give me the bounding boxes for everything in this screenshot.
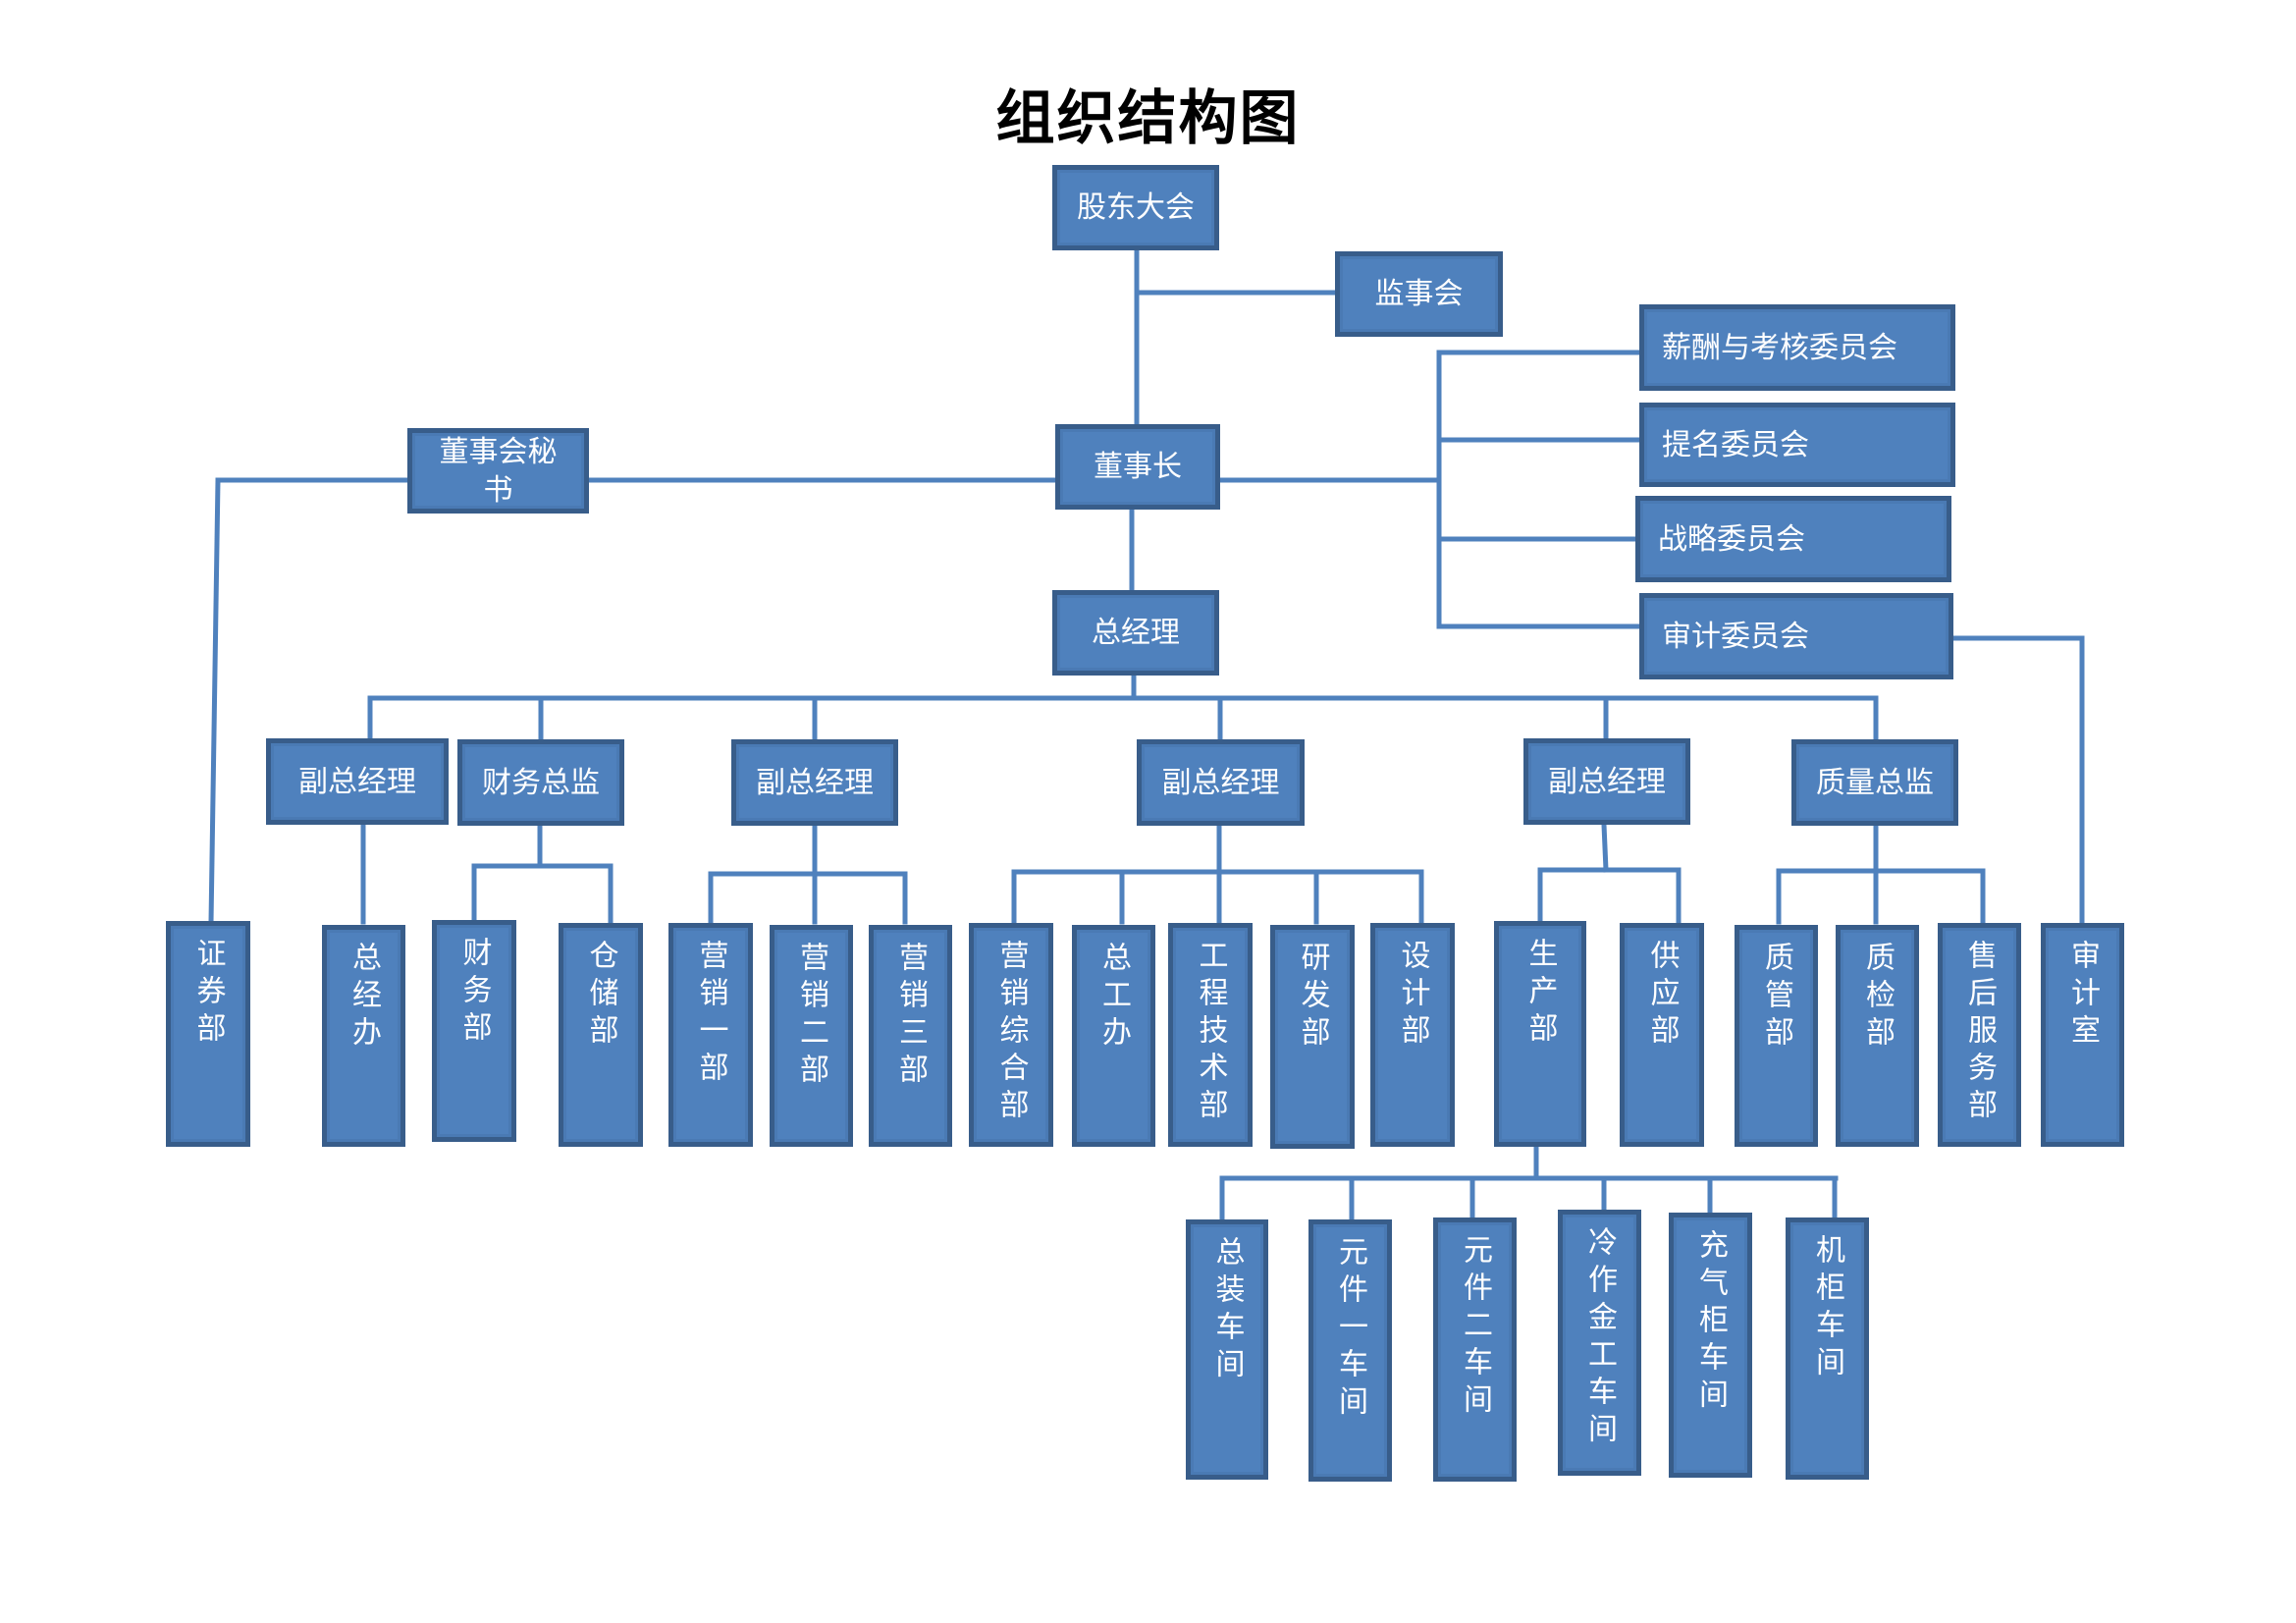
workshop-component-1: 元件一车间 — [1308, 1219, 1392, 1482]
workshop-label: 元件二车间 — [1458, 1234, 1492, 1421]
dept-marketing-general: 营销综合部 — [969, 923, 1053, 1147]
workshop-sheet-metal: 冷作金工车间 — [1558, 1210, 1641, 1476]
dept-label: 总工办 — [1096, 942, 1131, 1054]
node-label: 总经理 — [1092, 616, 1180, 650]
dept-label: 财务部 — [456, 937, 492, 1049]
node-vp-2: 副总经理 — [731, 739, 898, 826]
dept-label: 工程技术部 — [1193, 940, 1228, 1126]
connector — [1601, 822, 1609, 873]
node-strategy-committee: 战略委员会 — [1635, 496, 1951, 582]
node-general-manager: 总经理 — [1052, 590, 1219, 676]
node-vp-1: 副总经理 — [266, 738, 449, 825]
dept-rnd: 研发部 — [1270, 925, 1355, 1149]
dept-label: 售后服务部 — [1962, 940, 1997, 1126]
node-label: 财务总监 — [482, 765, 600, 800]
chart-title: 组织结构图 — [995, 84, 1301, 153]
dept-label: 审计室 — [2065, 940, 2100, 1052]
dept-production: 生产部 — [1494, 921, 1586, 1147]
node-label: 审计委员会 — [1662, 619, 1809, 654]
node-label: 战略委员会 — [1658, 521, 1805, 557]
node-label: 监事会 — [1374, 277, 1464, 311]
dept-gm-office: 总经办 — [322, 925, 405, 1147]
dept-design: 设计部 — [1370, 923, 1455, 1147]
node-label: 副总经理 — [1161, 765, 1280, 800]
workshop-label: 冷作金工车间 — [1582, 1226, 1617, 1450]
dept-label: 营销综合部 — [993, 940, 1029, 1126]
dept-label: 营销二部 — [794, 942, 828, 1091]
dept-marketing-1: 营销一部 — [668, 923, 753, 1147]
node-cfo: 财务总监 — [457, 739, 624, 826]
node-label: 提名委员会 — [1662, 427, 1809, 462]
node-vp-3: 副总经理 — [1137, 739, 1305, 826]
node-nomination-committee: 提名委员会 — [1639, 403, 1955, 487]
dept-warehouse: 仓储部 — [559, 923, 643, 1147]
dept-label: 质管部 — [1759, 942, 1793, 1054]
node-label: 副总经理 — [298, 764, 416, 799]
dept-label: 研发部 — [1295, 942, 1330, 1054]
dept-label: 营销三部 — [893, 942, 928, 1091]
node-label: 董事长 — [1094, 450, 1182, 484]
dept-chief-engineer-office: 总工办 — [1072, 925, 1155, 1147]
dept-marketing-3: 营销三部 — [869, 925, 952, 1147]
workshop-cabinet: 机柜车间 — [1786, 1217, 1869, 1480]
dept-label: 仓储部 — [583, 940, 618, 1052]
dept-label: 质检部 — [1860, 942, 1895, 1054]
node-compensation-committee: 薪酬与考核委员会 — [1639, 304, 1955, 391]
workshop-gas-cabinet: 充气柜车间 — [1669, 1213, 1752, 1478]
dept-quality-inspection: 质检部 — [1836, 925, 1919, 1147]
dept-label: 生产部 — [1522, 938, 1558, 1050]
node-shareholders-meeting: 股东大会 — [1052, 165, 1219, 250]
dept-securities: 证券部 — [166, 921, 250, 1147]
dept-label: 营销一部 — [693, 940, 728, 1089]
node-label: 薪酬与考核委员会 — [1662, 330, 1897, 365]
node-label: 副总经理 — [1548, 764, 1666, 799]
workshop-label: 元件一车间 — [1333, 1236, 1367, 1423]
workshop-label: 机柜车间 — [1810, 1234, 1844, 1383]
node-board-secretary: 董事会秘书 — [407, 428, 589, 514]
node-quality-director: 质量总监 — [1791, 739, 1958, 826]
node-audit-committee: 审计委员会 — [1639, 593, 1953, 679]
dept-engineering-tech: 工程技术部 — [1168, 923, 1253, 1147]
dept-label: 供应部 — [1644, 940, 1680, 1052]
workshop-label: 充气柜车间 — [1693, 1229, 1728, 1416]
node-label: 质量总监 — [1816, 765, 1934, 800]
node-label: 股东大会 — [1077, 190, 1195, 225]
dept-label: 总经办 — [347, 942, 381, 1054]
workshop-component-2: 元件二车间 — [1433, 1217, 1517, 1482]
dept-marketing-2: 营销二部 — [770, 925, 853, 1147]
dept-finance: 财务部 — [432, 920, 516, 1142]
connector — [208, 477, 221, 925]
dept-supply: 供应部 — [1620, 923, 1704, 1147]
workshop-label: 总装车间 — [1209, 1236, 1245, 1385]
node-vp-4: 副总经理 — [1523, 738, 1690, 825]
dept-label: 设计部 — [1395, 940, 1430, 1052]
dept-quality-management: 质管部 — [1735, 925, 1818, 1147]
dept-audit-office: 审计室 — [2041, 923, 2124, 1147]
workshop-final-assembly: 总装车间 — [1186, 1219, 1268, 1480]
dept-after-sales: 售后服务部 — [1938, 923, 2021, 1147]
dept-label: 证券部 — [190, 938, 226, 1050]
node-label: 副总经理 — [756, 765, 874, 800]
node-label: 董事会秘书 — [439, 434, 558, 508]
node-chairman: 董事长 — [1055, 424, 1220, 510]
node-supervisory-board: 监事会 — [1335, 251, 1503, 337]
